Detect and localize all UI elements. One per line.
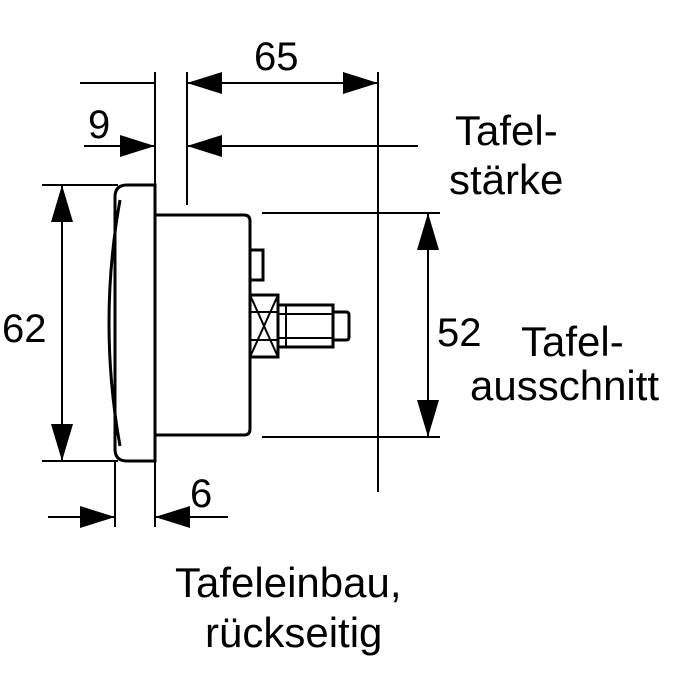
- label-panel-cutout-line1: Tafel-: [521, 318, 624, 365]
- dim-label-6: 6: [190, 472, 212, 516]
- dim-label-9: 9: [88, 103, 110, 147]
- gauge-body: [107, 183, 351, 463]
- dim-label-52: 52: [437, 311, 482, 355]
- label-panel-thickness-line1: Tafel-: [455, 107, 558, 154]
- dimension-9: [84, 135, 418, 157]
- extension-lines: [42, 72, 440, 527]
- label-panel-thickness-line2: stärke: [449, 156, 563, 203]
- dimension-62: [51, 185, 73, 461]
- label-panel-cutout-line2: ausschnitt: [470, 362, 659, 409]
- dimension-52: [417, 213, 439, 437]
- dim-label-62: 62: [2, 307, 47, 351]
- dimension-65: [80, 72, 378, 94]
- caption-mounting-line2: rückseitig: [205, 609, 382, 656]
- dimension-6: [48, 506, 228, 528]
- caption-mounting-line1: Tafeleinbau,: [175, 559, 402, 606]
- dim-label-65: 65: [254, 35, 299, 79]
